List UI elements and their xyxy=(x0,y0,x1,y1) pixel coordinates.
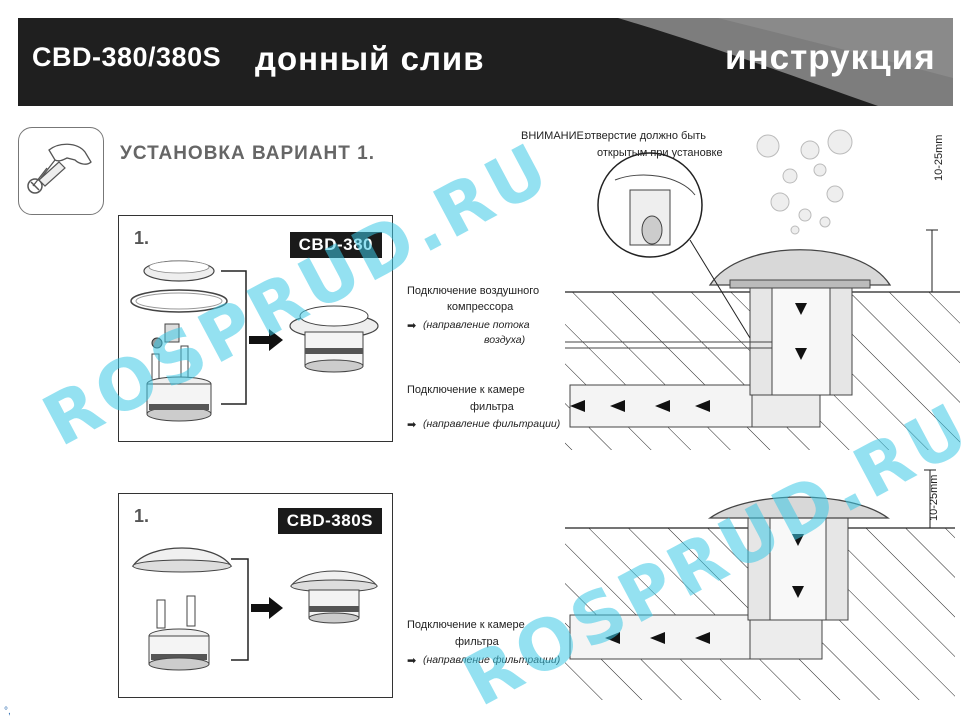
air-direction-label-2: воздуха) xyxy=(484,334,526,346)
warning-line-2: открытым при установке xyxy=(597,147,723,159)
installation-diagram-bottom xyxy=(565,469,955,700)
air-connection-label: Подключение воздушного xyxy=(407,285,540,297)
warning-label: ВНИМАНИЕ: xyxy=(521,130,587,142)
filter-connection-label: Подключение к камере xyxy=(407,619,525,631)
air-connection-label-2: компрессора xyxy=(447,301,514,313)
arrow-right-icon: ➡ xyxy=(407,655,417,667)
assembly-drawing-cbd-380s xyxy=(131,547,378,671)
model-badge: CBD-380S xyxy=(277,508,382,534)
assembly-drawing-cbd-380 xyxy=(130,260,379,422)
header-band xyxy=(18,18,953,106)
document-type-title: инструкция xyxy=(725,38,936,77)
installation-diagram-top xyxy=(565,129,960,450)
model-title: CBD-380/380S xyxy=(32,42,222,72)
filter-connection-label-2: фильтра xyxy=(455,636,499,648)
filter-direction-label: (направление фильтрации) xyxy=(423,654,561,666)
air-direction-label: (направление потока xyxy=(423,319,530,331)
install-panel-cbd-380s: 1. CBD-380S xyxy=(118,493,393,698)
step-number: 1. xyxy=(134,506,150,526)
section-title: УСТАНОВКА ВАРИАНТ 1. xyxy=(120,143,376,164)
depth-dimension: 10-25mm xyxy=(933,134,945,181)
wrench-hand-icon xyxy=(18,127,104,215)
install-panel-cbd-380: 1. CBD-380 xyxy=(118,215,393,442)
step-number: 1. xyxy=(134,228,150,248)
model-badge: CBD-380 xyxy=(289,232,382,258)
filter-connection-label-2: фильтра xyxy=(470,401,514,413)
header-background xyxy=(18,18,953,106)
arrow-right-icon: ➡ xyxy=(407,419,417,431)
product-title: донный слив xyxy=(255,40,485,77)
filter-direction-label: (направление фильтрации) xyxy=(423,418,561,430)
arrow-right-icon: ➡ xyxy=(407,320,417,332)
warning-line-1: отверстие должно быть xyxy=(585,130,707,142)
footer-mark: °, xyxy=(4,706,11,717)
filter-connection-label: Подключение к камере xyxy=(407,384,525,396)
